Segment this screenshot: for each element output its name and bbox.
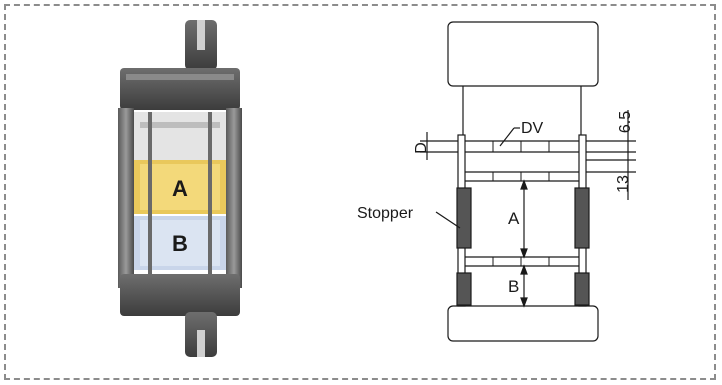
b-arrow-top	[520, 264, 528, 275]
left-rail	[118, 108, 134, 288]
upper-crossbar	[140, 122, 220, 128]
dashed-border-frame	[4, 4, 716, 380]
stopper-left-upper	[456, 187, 472, 249]
dv-label: DV	[521, 120, 544, 137]
b-arrow-bottom	[520, 297, 528, 308]
section-a-inner	[140, 164, 220, 210]
stopper-right-lower	[574, 272, 590, 306]
drawing-top-cap	[447, 21, 599, 87]
upper-gap	[134, 112, 226, 162]
stopper-leader	[435, 211, 461, 229]
dv-leader	[499, 127, 515, 147]
dim-13-label: 13	[615, 175, 632, 193]
stopper-label: Stopper	[357, 205, 414, 222]
product-photo: A B	[118, 20, 242, 357]
section-b-photo-label: B	[172, 231, 188, 256]
inner-bar-right	[208, 112, 212, 282]
d-label: D	[413, 142, 430, 154]
stopper-left-lower	[456, 272, 472, 306]
a-arrow-bottom	[520, 248, 528, 259]
a-label: A	[508, 209, 520, 228]
drawing-bottom-cap	[447, 305, 599, 342]
section-a-photo-label: A	[172, 176, 188, 201]
bottom-cap	[120, 274, 240, 316]
inner-bar-left	[148, 112, 152, 282]
technical-drawing	[420, 21, 636, 342]
top-cap-highlight	[126, 74, 234, 80]
section-b-inner	[140, 220, 220, 266]
dim-6-5-label: 6.5	[617, 111, 634, 133]
top-pin-slot	[197, 20, 205, 50]
right-rail	[226, 108, 242, 288]
stopper-right-upper	[574, 187, 590, 249]
a-arrow-top	[520, 179, 528, 190]
crossbar-ticks	[492, 141, 550, 266]
b-label: B	[508, 277, 519, 296]
bottom-pin-slot	[197, 330, 205, 357]
